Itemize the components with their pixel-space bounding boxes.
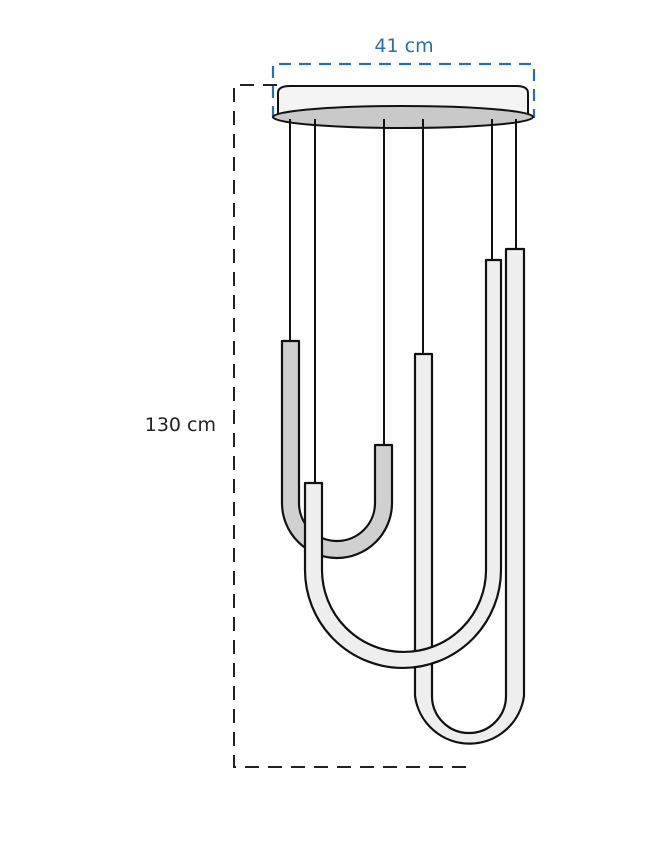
- long-u-tube: [413, 247, 526, 745]
- large-u-tube: [303, 258, 503, 670]
- height-dimension: 130 cm: [145, 84, 466, 768]
- width-dimension: 41 cm: [271, 35, 536, 118]
- height-dimension-bracket: [233, 84, 466, 768]
- ceiling-canopy: [272, 85, 534, 129]
- width-dimension-label: 41 cm: [374, 35, 433, 57]
- small-u-tube: [280, 339, 394, 560]
- canopy-base: [272, 105, 534, 129]
- width-dimension-bracket: [271, 62, 536, 118]
- suspension-cables: [289, 119, 517, 483]
- height-dimension-label: 130 cm: [145, 414, 216, 436]
